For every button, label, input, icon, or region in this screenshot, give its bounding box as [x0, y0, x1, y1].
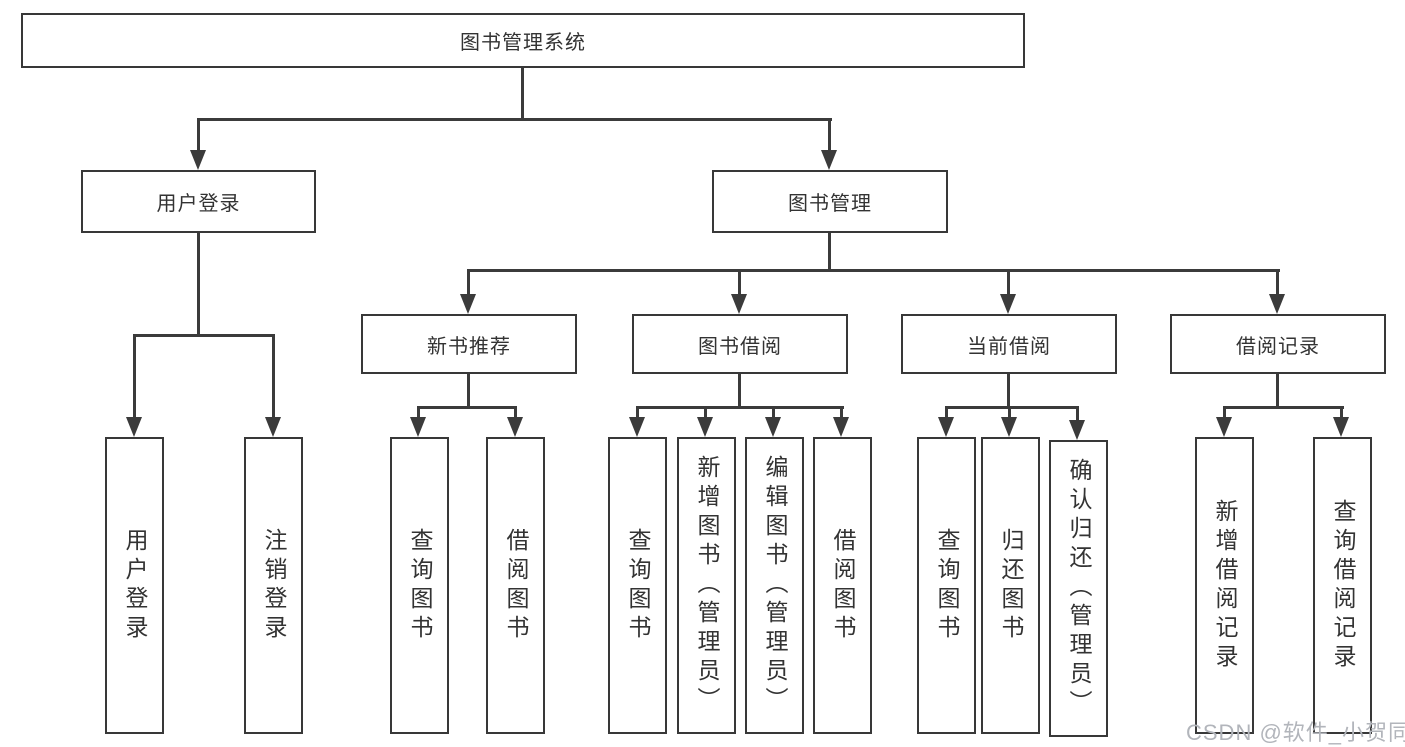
connector-line	[1223, 406, 1344, 409]
arrowhead-down-icon	[629, 417, 645, 437]
leaf-borrow-books-recommend: 借阅图书	[486, 437, 545, 734]
connector-line	[828, 118, 831, 152]
connector-line	[1007, 374, 1010, 408]
arrowhead-down-icon	[1269, 294, 1285, 314]
node-current-borrow: 当前借阅	[901, 314, 1117, 374]
arrowhead-down-icon	[410, 417, 426, 437]
leaf-query-books-current: 查询图书	[917, 437, 976, 734]
connector-line	[514, 406, 517, 419]
connector-line	[772, 406, 775, 419]
leaf-query-books-recommend-label: 查询图书	[407, 527, 433, 644]
leaf-return-books-label: 归还图书	[998, 527, 1024, 644]
node-user-login-group-label: 用户登录	[156, 193, 241, 215]
connector-line	[1076, 406, 1079, 422]
connector-line	[197, 118, 200, 152]
leaf-edit-book-admin-label: 编辑图书（管理员）	[762, 455, 788, 716]
node-new-book-recommend-label: 新书推荐	[427, 335, 511, 358]
arrowhead-down-icon	[697, 417, 713, 437]
node-current-borrow-label: 当前借阅	[967, 335, 1051, 358]
connector-line	[1223, 406, 1226, 419]
leaf-borrow-books-borrow-label: 借阅图书	[830, 527, 856, 644]
arrowhead-down-icon	[821, 150, 837, 170]
leaf-query-books-borrow: 查询图书	[608, 437, 667, 734]
connector-line	[521, 68, 524, 120]
arrowhead-down-icon	[1069, 420, 1085, 440]
connector-line	[467, 374, 470, 408]
node-book-management-label: 图书管理	[788, 193, 872, 215]
connector-line	[417, 406, 420, 419]
node-borrow-records: 借阅记录	[1170, 314, 1386, 374]
connector-line	[467, 269, 470, 296]
connector-line	[840, 406, 843, 419]
connector-line	[133, 334, 136, 419]
arrowhead-down-icon	[265, 417, 281, 437]
arrowhead-down-icon	[731, 294, 747, 314]
arrowhead-down-icon	[1001, 417, 1017, 437]
node-book-borrow: 图书借阅	[632, 314, 848, 374]
connector-line	[1276, 269, 1279, 296]
arrowhead-down-icon	[507, 417, 523, 437]
connector-line	[467, 269, 1280, 272]
leaf-user-login-label: 用户登录	[122, 527, 148, 644]
connector-line	[738, 269, 741, 296]
arrowhead-down-icon	[833, 417, 849, 437]
arrowhead-down-icon	[190, 150, 206, 170]
node-borrow-records-label: 借阅记录	[1236, 335, 1320, 358]
connector-line	[417, 406, 517, 409]
arrowhead-down-icon	[126, 417, 142, 437]
leaf-query-books-recommend: 查询图书	[390, 437, 449, 734]
connector-line	[1008, 406, 1011, 419]
leaf-borrow-books-recommend-label: 借阅图书	[503, 527, 529, 644]
leaf-add-book-admin-label: 新增图书（管理员）	[694, 455, 720, 716]
connector-line	[738, 374, 741, 408]
node-user-login-group: 用户登录	[81, 170, 316, 233]
connector-line	[636, 406, 844, 409]
connector-line	[1340, 406, 1343, 419]
connector-line	[945, 406, 948, 419]
leaf-confirm-return-admin-label: 确认归还（管理员）	[1066, 458, 1092, 719]
connector-line	[636, 406, 639, 419]
connector-line	[945, 406, 1079, 409]
node-book-borrow-label: 图书借阅	[698, 335, 782, 358]
leaf-query-borrow-record-label: 查询借阅记录	[1330, 498, 1356, 673]
arrowhead-down-icon	[938, 417, 954, 437]
leaf-confirm-return-admin: 确认归还（管理员）	[1049, 440, 1108, 737]
connector-line	[704, 406, 707, 419]
arrowhead-down-icon	[1000, 294, 1016, 314]
leaf-add-book-admin: 新增图书（管理员）	[677, 437, 736, 734]
connector-line	[1276, 374, 1279, 408]
leaf-borrow-books-borrow: 借阅图书	[813, 437, 872, 734]
arrowhead-down-icon	[460, 294, 476, 314]
connector-line	[828, 233, 831, 272]
leaf-query-borrow-record: 查询借阅记录	[1313, 437, 1372, 734]
connector-line	[133, 334, 275, 337]
connector-line	[197, 118, 832, 121]
leaf-logout-label: 注销登录	[261, 527, 287, 644]
node-book-management: 图书管理	[712, 170, 948, 233]
connector-line	[1007, 269, 1010, 296]
leaf-query-books-borrow-label: 查询图书	[625, 527, 651, 644]
connector-line	[272, 334, 275, 419]
connector-line	[197, 233, 200, 336]
node-root: 图书管理系统	[21, 13, 1025, 68]
arrowhead-down-icon	[765, 417, 781, 437]
leaf-query-books-current-label: 查询图书	[934, 527, 960, 644]
leaf-logout: 注销登录	[244, 437, 303, 734]
arrowhead-down-icon	[1333, 417, 1349, 437]
leaf-add-borrow-record: 新增借阅记录	[1195, 437, 1254, 734]
leaf-return-books: 归还图书	[981, 437, 1040, 734]
leaf-add-borrow-record-label: 新增借阅记录	[1212, 498, 1238, 673]
leaf-edit-book-admin: 编辑图书（管理员）	[745, 437, 804, 734]
leaf-user-login: 用户登录	[105, 437, 164, 734]
node-root-label: 图书管理系统	[460, 32, 586, 54]
csdn-watermark: CSDN @软件_小贺同学	[1186, 720, 1405, 745]
node-new-book-recommend: 新书推荐	[361, 314, 577, 374]
arrowhead-down-icon	[1216, 417, 1232, 437]
